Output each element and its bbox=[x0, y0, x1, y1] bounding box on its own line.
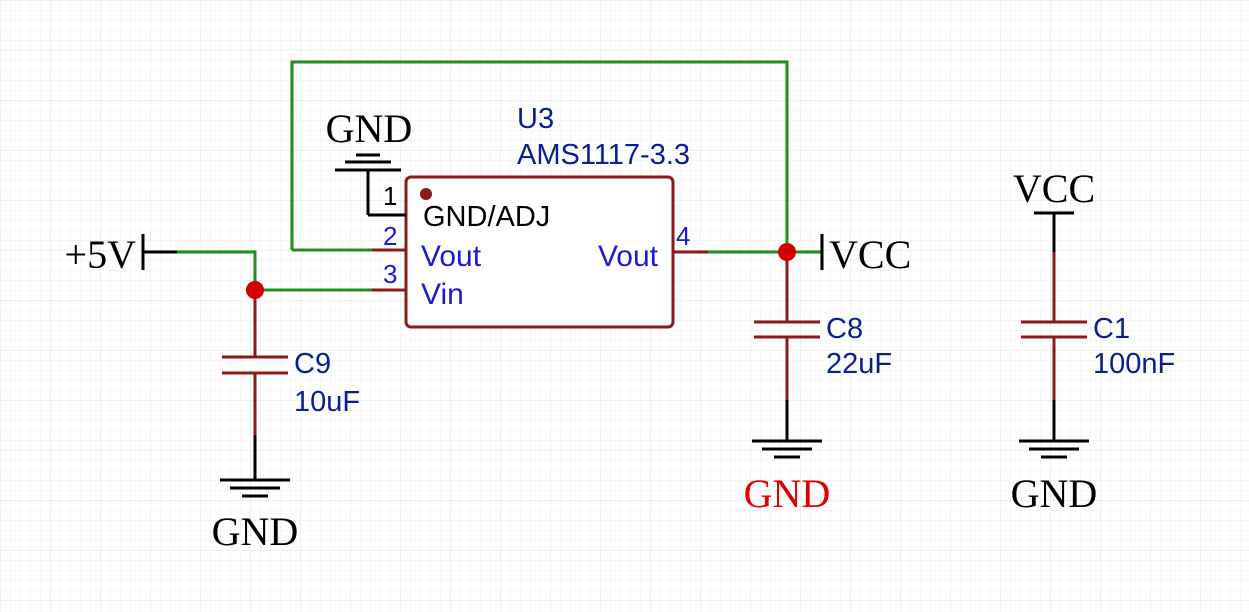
junction-vin[interactable] bbox=[246, 281, 264, 299]
c8-designator: C8 bbox=[826, 313, 863, 345]
pin-name-gnd-adj: GND/ADJ bbox=[423, 201, 550, 233]
pin-name-vout-left: Vout bbox=[421, 240, 482, 273]
gnd-symbol-c1[interactable]: GND bbox=[1011, 400, 1098, 516]
pin-1-number: 1 bbox=[383, 181, 397, 211]
power-port-vcc-out[interactable]: VCC bbox=[820, 232, 911, 277]
c1-designator: C1 bbox=[1093, 313, 1130, 345]
wires bbox=[177, 60, 822, 292]
port-vcc-c1-label: VCC bbox=[1013, 166, 1095, 211]
pin-name-vin: Vin bbox=[421, 278, 464, 311]
gnd-u3-label: GND bbox=[326, 106, 413, 151]
wire-5v-input[interactable] bbox=[177, 250, 257, 290]
gnd-symbol-u3[interactable]: GND bbox=[326, 106, 413, 215]
pin-2-number: 2 bbox=[383, 221, 397, 251]
c8-value: 22uF bbox=[826, 348, 892, 380]
pin-name-vout-right: Vout bbox=[598, 240, 659, 273]
port-5v-label: +5V bbox=[65, 232, 137, 277]
pin1-marker-dot bbox=[420, 188, 432, 200]
junction-vout[interactable] bbox=[778, 243, 796, 261]
power-port-5v[interactable]: +5V bbox=[65, 232, 177, 277]
pin-4-number: 4 bbox=[676, 221, 690, 251]
capacitor-c9[interactable]: C9 10uF bbox=[222, 290, 360, 435]
regulator-u3[interactable]: 1 2 3 4 GND/ADJ Vout Vin Vout U3 AMS1117… bbox=[368, 103, 708, 329]
wire-vout-loop[interactable] bbox=[290, 60, 789, 252]
gnd-symbol-c8[interactable]: GND bbox=[744, 400, 831, 516]
regulator-value: AMS1117-3.3 bbox=[517, 139, 690, 171]
capacitor-c8[interactable]: C8 22uF bbox=[754, 252, 892, 400]
gnd-c1-label: GND bbox=[1011, 471, 1098, 516]
pin-3-number: 3 bbox=[383, 259, 397, 289]
gnd-symbol-c9[interactable]: GND bbox=[212, 435, 299, 554]
c1-value: 100nF bbox=[1093, 348, 1175, 380]
gnd-c8-label: GND bbox=[744, 471, 831, 516]
c9-designator: C9 bbox=[294, 348, 331, 380]
regulator-designator: U3 bbox=[517, 103, 554, 135]
capacitor-c1[interactable]: C1 100nF bbox=[1021, 252, 1175, 400]
port-vcc-out-label: VCC bbox=[829, 232, 911, 277]
gnd-c9-label: GND bbox=[212, 509, 299, 554]
power-port-vcc-c1[interactable]: VCC bbox=[1013, 166, 1095, 252]
c9-value: 10uF bbox=[294, 386, 360, 418]
